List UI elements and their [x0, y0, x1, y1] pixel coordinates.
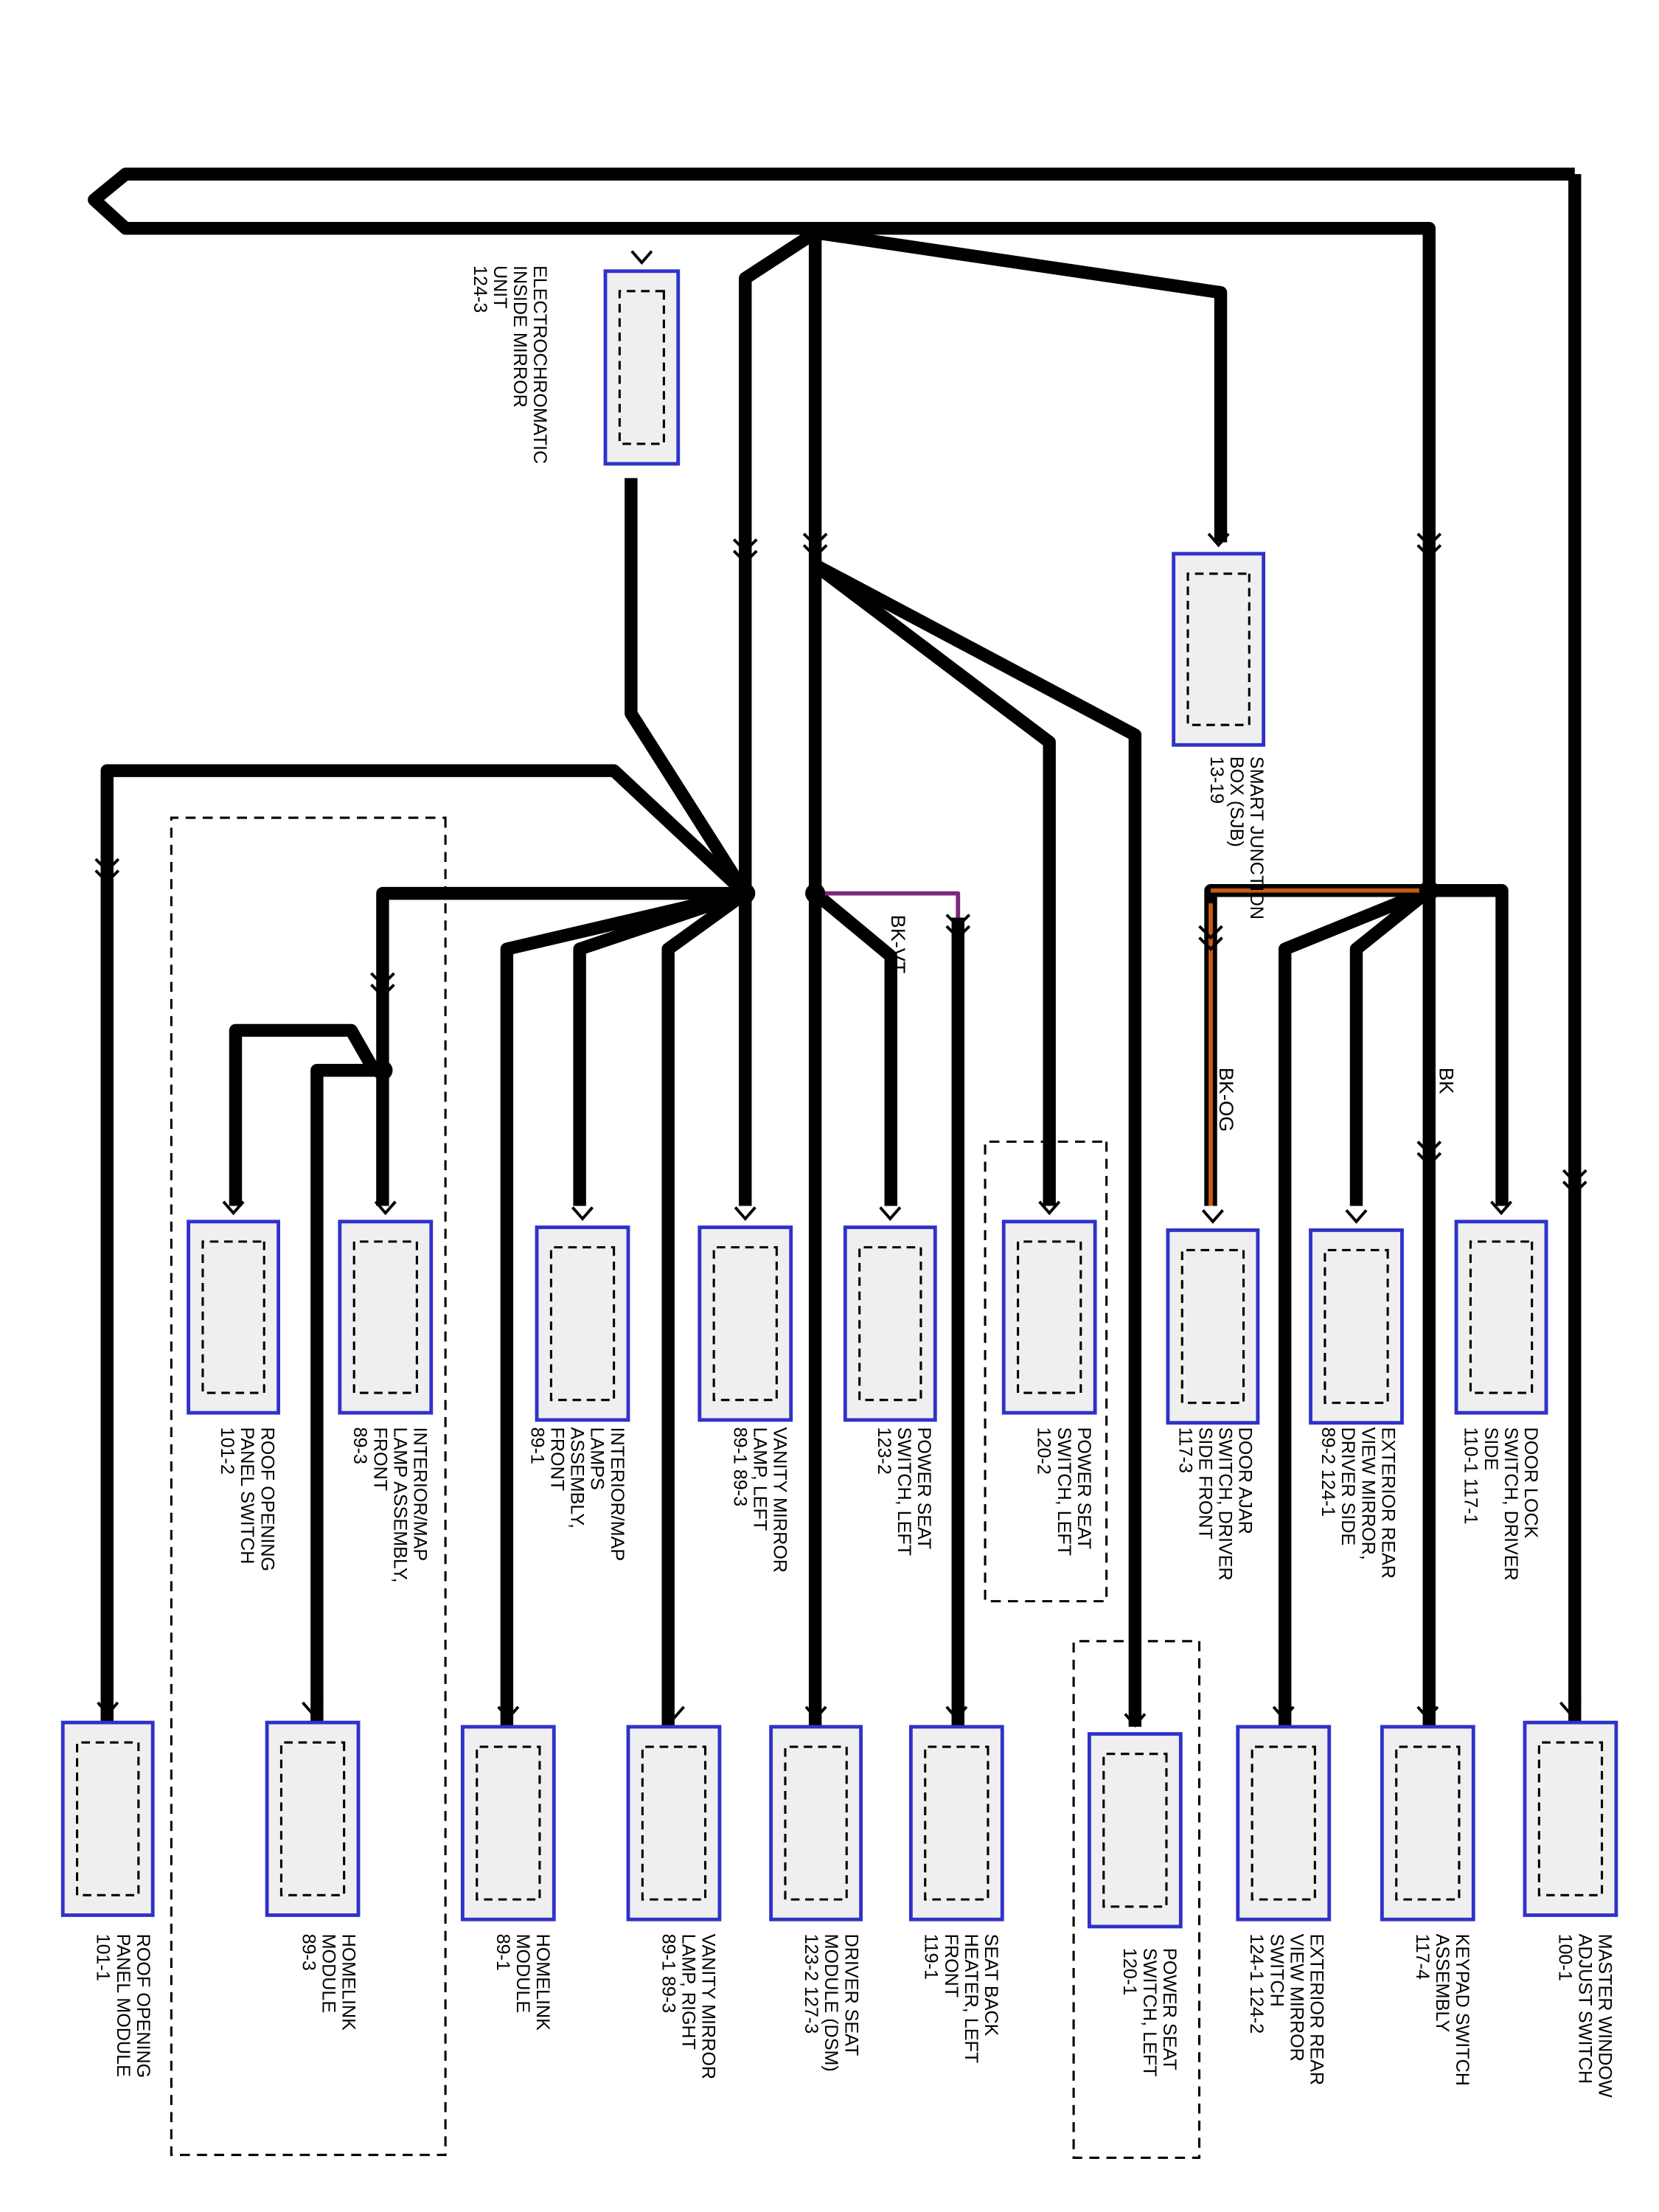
splice-s501: [1419, 880, 1439, 901]
vanity-right-box: [626, 1705, 722, 1921]
vanity-left-box: [698, 1206, 793, 1422]
seat-heater-box: [908, 1705, 1004, 1921]
component-name-door-ajar-switch-driver-side-front-8: DOOR AJARSWITCH, DRIVERSIDE FRONT117-3: [1175, 1427, 1255, 1580]
mirror-driver-wire: [1349, 885, 1433, 1206]
splice-dots: [94, 222, 1587, 1195]
interior-lamps-wire: [573, 887, 748, 1206]
homelink-module-wire: [500, 887, 747, 1727]
component-name-interior-map-lamps-assembly-front-4: INTERIOR/MAPLAMPSASSEMBLY,FRONT89-1: [526, 1427, 627, 1561]
main-ground-wire: [88, 167, 1575, 891]
bk-og-label: BK-OG: [1215, 1068, 1238, 1132]
splice-s903: [735, 883, 756, 904]
interior-lamps-box: [535, 1206, 630, 1422]
colored-wire-layer: [821, 888, 1421, 1206]
door-ajar-box: [1166, 1209, 1260, 1425]
component-name-power-seat-switch-left-6: POWER SEATSWITCH, LEFT123-2: [874, 1427, 934, 1556]
vanity-right-wire: [661, 888, 749, 1727]
c511-connector-icon: [1198, 925, 1223, 951]
c913-connector-icon: [94, 858, 120, 884]
power-seat-switch-6way-wire: [812, 559, 1142, 1727]
mirror-switch-box: [1236, 1705, 1332, 1921]
dashed-option-groups: [170, 816, 1201, 2159]
component-name-smart-junction-box-sjb-1: SMART JUNCTIONBOX (SJB)13-19: [1206, 757, 1267, 919]
bk-vt-label: BK-VT: [887, 915, 910, 974]
bk-vt-wire: [821, 891, 961, 918]
component-name-vanity-mirror-lamp-right-14: VANITY MIRRORLAMP, RIGHT89-1 89-3: [658, 1934, 718, 2080]
component-name-keypad-switch-assembly-19: KEYPAD SWITCHASSEMBLY117-4: [1412, 1934, 1472, 2086]
c339-connector-icon: [802, 532, 828, 559]
component-name-roof-opening-panel-switch-2: ROOF OPENINGPANEL SWITCH101-2: [217, 1427, 277, 1571]
splice-s905: [372, 1060, 393, 1081]
mirror-unit-wire: [625, 478, 751, 897]
sjb-wire: [814, 226, 1228, 543]
wire-layer: [88, 167, 1582, 1727]
component-name-power-seat-switch-left-17: POWER SEATSWITCH, LEFT120-1: [1119, 1948, 1180, 2077]
s300-to-s903-wire: [739, 227, 819, 894]
c510-connector-icon: [1416, 1141, 1442, 1167]
component-name-exterior-rear-view-mirror-switch-18: EXTERIOR REARVIEW MIRRORSWITCH124-1 124-…: [1246, 1934, 1326, 2085]
power-seat-switch-box: [843, 1206, 937, 1422]
homelink-module-left-wire: [310, 1063, 383, 1727]
power-seat-switch-6way-box: [1087, 1713, 1183, 1929]
splice-s300: [805, 222, 826, 243]
component-layer: [60, 250, 1618, 1929]
component-name-homelink-module-12: HOMELINKMODULE89-3: [298, 1934, 358, 2031]
medium-overhead-console-group: [170, 816, 447, 2157]
power-seat-switch-wire: [811, 888, 897, 1206]
component-name-roof-opening-panel-module-11: ROOF OPENINGPANEL MODULE101-1: [93, 1934, 153, 2079]
component-name-master-window-adjust-switch-20: MASTER WINDOWADJUST SWITCH100-1: [1554, 1934, 1615, 2098]
component-name-door-lock-switch-driver-side-10: DOOR LOCKSWITCH, DRIVERSIDE110-1 117-1: [1461, 1427, 1541, 1580]
c3007-connector-icon: [945, 914, 971, 940]
label-layer: BK-VT ELECTROCHROMATICINSIDE MIRRORUNIT12…: [93, 265, 1615, 2098]
keypad-color-label: BK: [1435, 1068, 1458, 1094]
component-name-power-seat-switch-left-7: POWER SEATSWITCH, LEFT120-2: [1034, 1427, 1094, 1556]
component-name-vanity-mirror-lamp-left-5: VANITY MIRRORLAMP, LEFT89-1 89-3: [729, 1427, 790, 1573]
power-seat-switch-10way-box: [1001, 1200, 1097, 1415]
component-name-exterior-rear-view-mirror-driver-side-9: EXTERIOR REARVIEW MIRROR,DRIVER SIDE89-2…: [1318, 1427, 1398, 1578]
c248-connector-icon: [732, 538, 758, 565]
mirror-switch-wire: [1278, 884, 1432, 1727]
component-name-seat-back-heater-left-front-16: SEAT BACKHEATER, LEFTFRONT119-1: [921, 1934, 1001, 2064]
power-seat-switch-10way-wire: [811, 560, 1056, 1206]
roof-module-box: [60, 1701, 155, 1917]
door-lock-box: [1454, 1200, 1548, 1415]
roof-switch-wire: [229, 1023, 380, 1206]
master-window-box: [1523, 1701, 1618, 1917]
sjb-box: [1172, 532, 1266, 747]
component-name-homelink-module-13: HOMELINKMODULE89-1: [493, 1934, 553, 2031]
roof-module-wire: [100, 764, 750, 1727]
door-lock-wire: [1429, 884, 1509, 1206]
interior-lamp-box: [338, 1200, 434, 1415]
roof-switch-box: [187, 1200, 281, 1415]
c311-connector-icon: [1416, 532, 1442, 559]
electrochromatic-mirror-box: [603, 250, 681, 466]
interior-lamp-wire: [376, 886, 745, 1206]
splice-s336: [805, 883, 826, 904]
power-seat-10way-group: [984, 1140, 1108, 1603]
power-seat-6way-group: [1072, 1640, 1201, 2159]
component-name-interior-map-lamp-assembly-front-3: INTERIOR/MAPLAMP ASSEMBLY,FRONT89-3: [349, 1427, 430, 1582]
c925-connector-icon: [370, 972, 395, 998]
c311-16-connector-icon: [1562, 1169, 1587, 1195]
component-name-electrochromatic-inside-mirror-unit-0: ELECTROCHROMATICINSIDE MIRRORUNIT124-3: [470, 265, 550, 464]
homelink-box: [460, 1705, 556, 1921]
dsm-box: [769, 1705, 863, 1921]
keypad-box: [1380, 1705, 1475, 1921]
component-name-driver-seat-module-dsm-15: DRIVER SEATMODULE (DSM)123-2 127-3: [801, 1934, 861, 2072]
mirror-driver-box: [1309, 1209, 1404, 1425]
homelink-left-box: [265, 1701, 361, 1917]
